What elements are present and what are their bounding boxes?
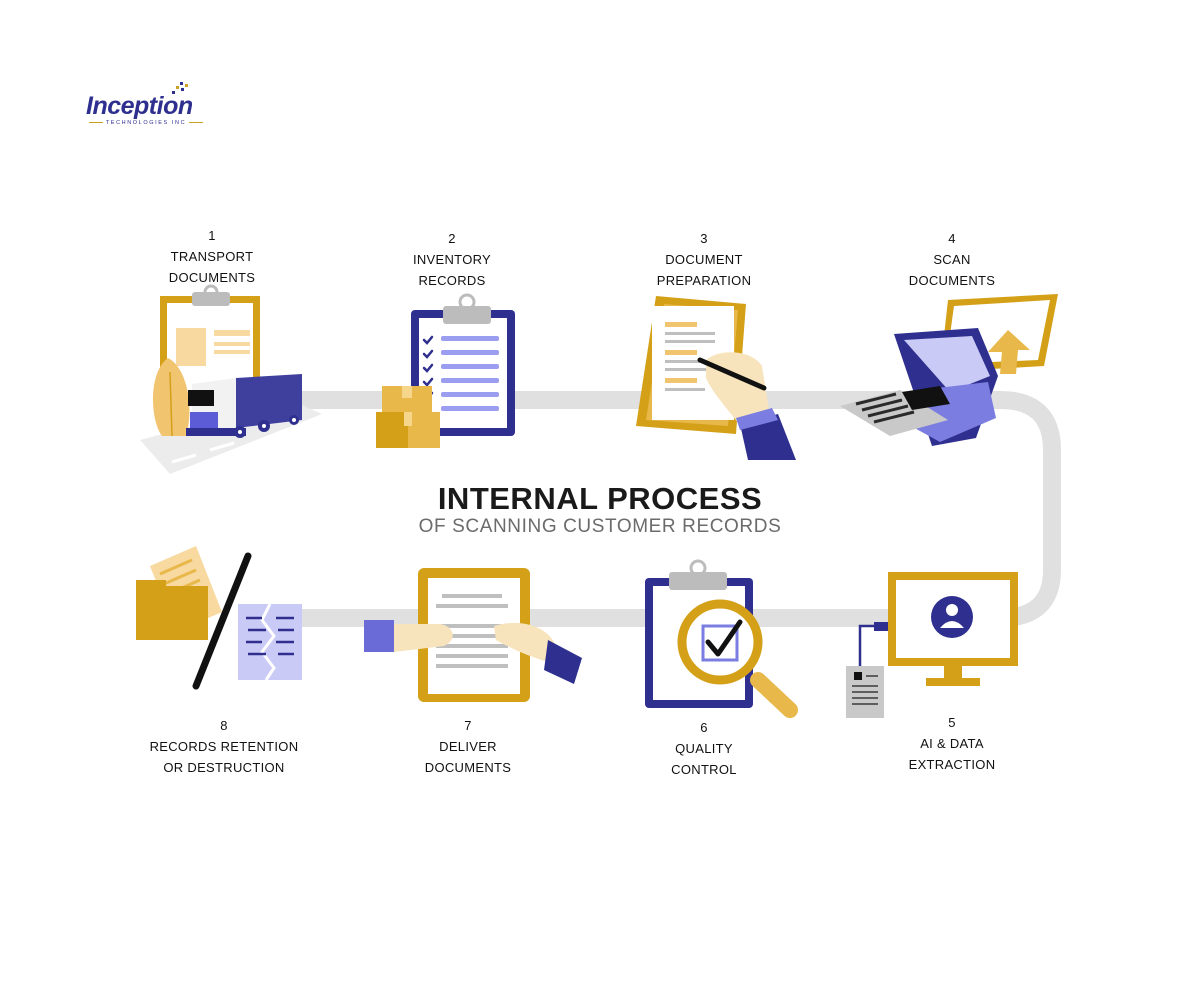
step-number: 5 <box>948 715 956 730</box>
step-label: SCAN DOCUMENTS <box>908 252 996 288</box>
step-number: 8 <box>220 718 228 733</box>
monitor-user-icon <box>846 572 1018 718</box>
step-4: 4 SCAN DOCUMENTS <box>842 228 1062 291</box>
magnifier-check-icon <box>645 559 798 718</box>
step-8: 8 RECORDS RETENTION OR DESTRUCTION <box>114 715 334 778</box>
title-main: INTERNAL PROCESS <box>437 481 763 516</box>
step-5: 5 AI & DATA EXTRACTION <box>842 712 1062 775</box>
inception-logo: Inception TECHNOLOGIES INC <box>84 80 214 132</box>
logo-tagline: TECHNOLOGIES INC <box>84 120 208 126</box>
step-6: 6 QUALITY CONTROL <box>594 717 814 780</box>
step-number: 1 <box>208 228 216 243</box>
folder-shred-icon <box>136 546 302 690</box>
step-7: 7 DELIVER DOCUMENTS <box>358 715 578 778</box>
step-number: 4 <box>948 231 956 246</box>
step-label: INVENTORY RECORDS <box>412 252 492 288</box>
process-path <box>291 391 1061 627</box>
step-label: RECORDS RETENTION OR DESTRUCTION <box>149 739 299 775</box>
step-label: DOCUMENT PREPARATION <box>656 252 752 288</box>
step-number: 3 <box>700 231 708 246</box>
step-number: 2 <box>448 231 456 246</box>
checklist-clipboard-icon <box>376 293 515 448</box>
scanner-upload-icon <box>840 294 1058 446</box>
logo-wordmark: Inception <box>86 92 193 120</box>
step-3: 3 DOCUMENT PREPARATION <box>594 228 814 291</box>
step-1: 1 TRANSPORT DOCUMENTS <box>102 225 322 288</box>
step-number: 7 <box>464 718 472 733</box>
step-2: 2 INVENTORY RECORDS <box>342 228 562 291</box>
step-label: QUALITY CONTROL <box>671 741 737 777</box>
title-subtitle: OF SCANNING CUSTOMER RECORDS <box>418 516 782 537</box>
truck-clipboard-icon <box>140 284 322 474</box>
handover-document-icon <box>364 568 582 702</box>
step-label: TRANSPORT DOCUMENTS <box>168 249 256 285</box>
process-title: INTERNAL PROCESS OF SCANNING CUSTOMER RE… <box>300 482 900 538</box>
step-label: AI & DATA EXTRACTION <box>908 736 996 772</box>
step-number: 6 <box>700 720 708 735</box>
logo-sparkle-icon <box>172 82 188 94</box>
step-label: DELIVER DOCUMENTS <box>424 739 512 775</box>
document-pen-icon <box>636 296 796 460</box>
